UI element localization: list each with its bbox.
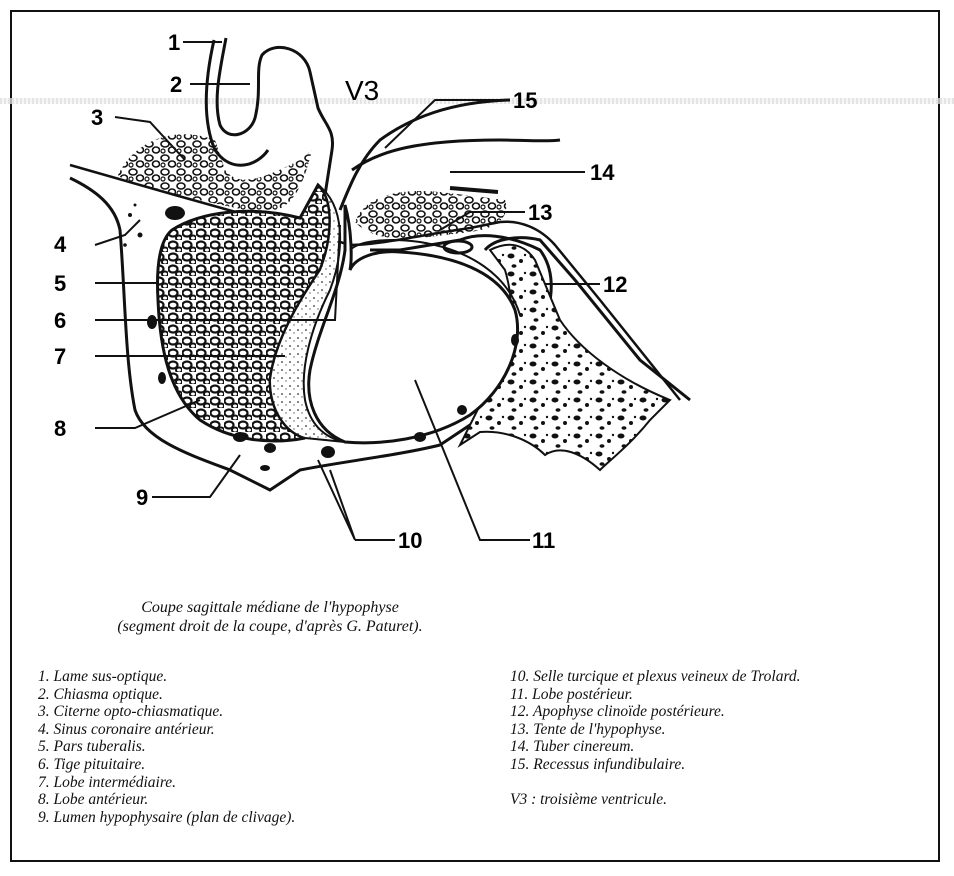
label-9: 9 — [136, 485, 148, 510]
label-3: 3 — [91, 105, 103, 130]
tuber-thick-line — [450, 188, 498, 192]
label-11: 11 — [532, 528, 555, 553]
legend-item: 5. Pars tuberalis. — [38, 738, 295, 756]
legend-item: 6. Tige pituitaire. — [38, 756, 295, 774]
legend-item: 13. Tente de l'hypophyse. — [510, 721, 801, 739]
pituitary-sagittal-diagram: 1 2 3 4 5 6 7 8 9 10 11 12 13 14 15 V3 — [0, 0, 954, 560]
legend-right: 10. Selle turcique et plexus veineux de … — [510, 668, 801, 809]
label-15: 15 — [513, 88, 537, 113]
label-14: 14 — [590, 160, 615, 185]
label-13: 13 — [528, 200, 552, 225]
legend-item: 3. Citerne opto-chiasmatique. — [38, 703, 295, 721]
legend-item: 1. Lame sus-optique. — [38, 668, 295, 686]
diaphragma-sellae-cells — [355, 191, 506, 239]
figure-caption: Coupe sagittale médiane de l'hypophyse (… — [40, 598, 500, 636]
label-12: 12 — [603, 272, 627, 297]
label-8: 8 — [54, 416, 66, 441]
legend-item: 9. Lumen hypophysaire (plan de clivage). — [38, 809, 295, 827]
legend-item: 15. Recessus infundibulaire. — [510, 756, 801, 774]
legend-item: 8. Lobe antérieur. — [38, 791, 295, 809]
legend-spacer — [510, 774, 801, 792]
legend-item: 7. Lobe intermédiaire. — [38, 774, 295, 792]
label-v3: V3 — [345, 75, 379, 106]
tuber-line — [352, 140, 560, 170]
label-6: 6 — [54, 308, 66, 333]
legend-item: 10. Selle turcique et plexus veineux de … — [510, 668, 801, 686]
legend-item: 4. Sinus coronaire antérieur. — [38, 721, 295, 739]
legend-item: V3 : troisième ventricule. — [510, 791, 801, 809]
label-5: 5 — [54, 271, 66, 296]
legend-item: 2. Chiasma optique. — [38, 686, 295, 704]
legend-item: 14. Tuber cinereum. — [510, 738, 801, 756]
label-1: 1 — [168, 30, 180, 55]
label-2: 2 — [170, 72, 182, 97]
label-10: 10 — [398, 528, 422, 553]
legend-item: 11. Lobe postérieur. — [510, 686, 801, 704]
label-7: 7 — [54, 344, 66, 369]
legend-item: 12. Apophyse clinoïde postérieure. — [510, 703, 801, 721]
legend-left: 1. Lame sus-optique. 2. Chiasma optique.… — [38, 668, 295, 826]
caption-line-2: (segment droit de la coupe, d'après G. P… — [40, 617, 500, 636]
caption-line-1: Coupe sagittale médiane de l'hypophyse — [40, 598, 500, 617]
label-4: 4 — [54, 232, 67, 257]
opto-chiasmatic-cistern — [118, 134, 312, 212]
lamina-supraoptic-line — [217, 38, 332, 195]
